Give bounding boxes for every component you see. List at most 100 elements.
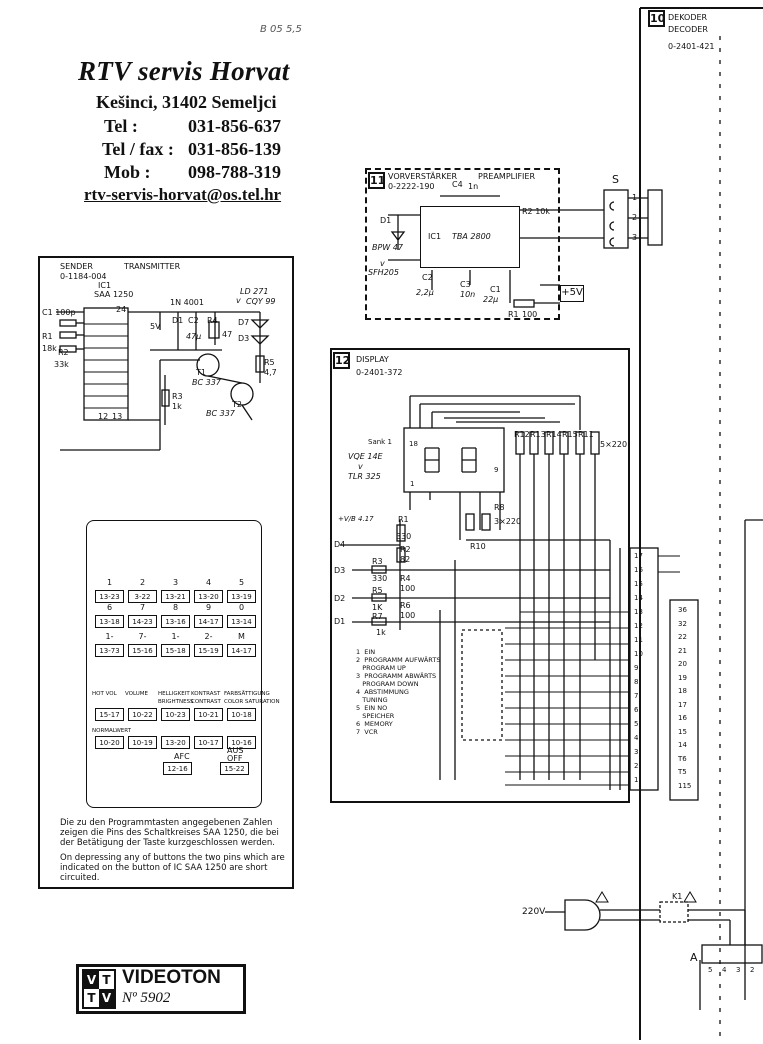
remote-key[interactable]: 14-23 <box>128 615 157 628</box>
transmitter-r4: R4 <box>207 316 218 325</box>
display-r4: R4 <box>400 574 411 583</box>
transmitter-d1: D1 <box>172 316 184 325</box>
preamp-ic-label: IC1 <box>428 232 442 241</box>
connector-pin: 12 <box>634 622 643 630</box>
decoder-pin: 32 <box>678 619 687 628</box>
logo-cell-t: T <box>102 973 111 987</box>
display-number: 12 <box>333 352 351 369</box>
preamp-c4-val: 1n <box>468 182 479 191</box>
header-mob: 098-788-319 <box>188 162 281 182</box>
decoder-pin: 21 <box>678 646 687 655</box>
mains-connector: A <box>690 951 698 964</box>
function-key-row2[interactable]: 10-16 <box>227 736 256 749</box>
socket-pin-2: 2 <box>632 213 638 222</box>
remote-key-label: 2- <box>204 632 213 641</box>
remote-key[interactable]: 3-22 <box>128 590 157 603</box>
afc-key[interactable]: 12-16 <box>163 762 192 775</box>
remote-key[interactable]: 15-19 <box>194 644 223 657</box>
preamp-c1-val: 22µ <box>483 295 499 304</box>
preamp-c3: C3 <box>460 280 471 289</box>
videoton-logo: V T T V <box>82 969 116 1009</box>
mains-switch: K1 <box>672 892 683 901</box>
display-r14: R14 <box>546 430 562 439</box>
legend-line: SPEICHER <box>356 712 395 720</box>
remote-key[interactable]: 13-16 <box>161 615 190 628</box>
display-d3: D3 <box>334 566 346 575</box>
legend-line: 1 EIN <box>356 648 376 656</box>
connector-pin: 14 <box>634 594 643 602</box>
connector-pin: 16 <box>634 566 643 574</box>
remote-key-label: 6 <box>106 603 113 612</box>
remote-key[interactable]: 15-18 <box>161 644 190 657</box>
display-d1: D1 <box>334 617 346 626</box>
transmitter-r2: R2 <box>58 348 69 357</box>
legend-line: 6 MEMORY <box>356 720 393 728</box>
display-module: Sank 1 <box>368 438 392 446</box>
header-email[interactable]: rtv-servis-horvat@os.tel.hr <box>84 185 282 204</box>
preamp-r2: R2 10k <box>522 207 551 216</box>
function-label-en: COLOR SATURATION <box>224 699 280 705</box>
preamp-d1-type: BPW 47 <box>372 243 403 252</box>
function-key[interactable]: 10-23 <box>161 708 190 721</box>
socket-pin-1: 1 <box>632 193 638 202</box>
stamp-serial: Nº 5902 <box>122 990 171 1006</box>
remote-key[interactable]: 13-20 <box>194 590 223 603</box>
connector-pin: 15 <box>634 580 643 588</box>
transmitter-r5-val: 4,7 <box>264 368 277 377</box>
remote-key[interactable]: 13-21 <box>161 590 190 603</box>
display-r6-val: 100 <box>400 611 416 620</box>
remote-key-label: 4 <box>205 578 212 587</box>
function-row2-label: NORMALWERT <box>92 728 132 734</box>
function-key-row2[interactable]: 13-20 <box>161 736 190 749</box>
connector-pin: 3 <box>634 748 639 756</box>
legend-line: 7 VCR <box>356 728 378 736</box>
display-d4: D4 <box>334 540 346 549</box>
function-key[interactable]: 10-21 <box>194 708 223 721</box>
function-key-row2[interactable]: 10-17 <box>194 736 223 749</box>
function-key-row2[interactable]: 10-19 <box>128 736 157 749</box>
transmitter-r2-val: 33k <box>54 360 69 369</box>
transmitter-title-en: TRANSMITTER <box>124 262 181 271</box>
display-r2: R2 <box>400 545 411 554</box>
preamp-title: VORVERSTÄRKER <box>388 172 458 181</box>
transmitter-pin-13: 13 <box>112 412 123 421</box>
header-mob-label: Mob : <box>104 162 151 182</box>
header-tel: 031-856-637 <box>188 116 281 136</box>
preamp-c4: C4 <box>452 180 463 189</box>
remote-key[interactable]: 15-16 <box>128 644 157 657</box>
header-fax: 031-856-139 <box>188 139 281 159</box>
remote-key-label: M <box>238 632 245 641</box>
function-key[interactable]: 10-22 <box>128 708 157 721</box>
remote-key[interactable]: 13-19 <box>227 590 256 603</box>
aus-key[interactable]: 15-22 <box>220 762 249 775</box>
function-key[interactable]: 15-17 <box>95 708 124 721</box>
decoder-pin: 16 <box>678 714 687 722</box>
legend-line: 5 EIN NO <box>356 704 388 712</box>
remote-key[interactable]: 14-17 <box>194 615 223 628</box>
remote-key-label: 2 <box>139 578 146 587</box>
remote-key-label: 1 <box>106 578 113 587</box>
connector-pin: 4 <box>634 734 639 742</box>
remote-key[interactable]: 13-23 <box>95 590 124 603</box>
transmitter-ic-type: SAA 1250 <box>94 290 134 299</box>
function-label: VOLUME <box>125 691 149 697</box>
remote-key[interactable]: 13-14 <box>227 615 256 628</box>
preamp-number: 11 <box>368 172 386 189</box>
transmitter-r1: R1 <box>42 332 53 341</box>
connector-pin: 13 <box>634 608 643 616</box>
transmitter-r4-val: 47 <box>222 330 233 339</box>
function-key-row2[interactable]: 10-20 <box>95 736 124 749</box>
afc-label: AFC <box>174 752 190 761</box>
remote-key[interactable]: 13-18 <box>95 615 124 628</box>
display-r12: R12 <box>514 430 530 439</box>
remote-key[interactable]: 13-73 <box>95 644 124 657</box>
logo-cell-t2: T <box>87 991 96 1005</box>
display-module-or: v <box>358 462 363 471</box>
transmitter-r1-val: 18k <box>42 344 57 353</box>
remote-key[interactable]: 14-17 <box>227 644 256 657</box>
display-r3-val: 330 <box>372 574 388 583</box>
preamp-title-en: PREAMPLIFIER <box>478 172 536 181</box>
preamp-c2: C2 <box>422 273 433 282</box>
function-key[interactable]: 10-18 <box>227 708 256 721</box>
